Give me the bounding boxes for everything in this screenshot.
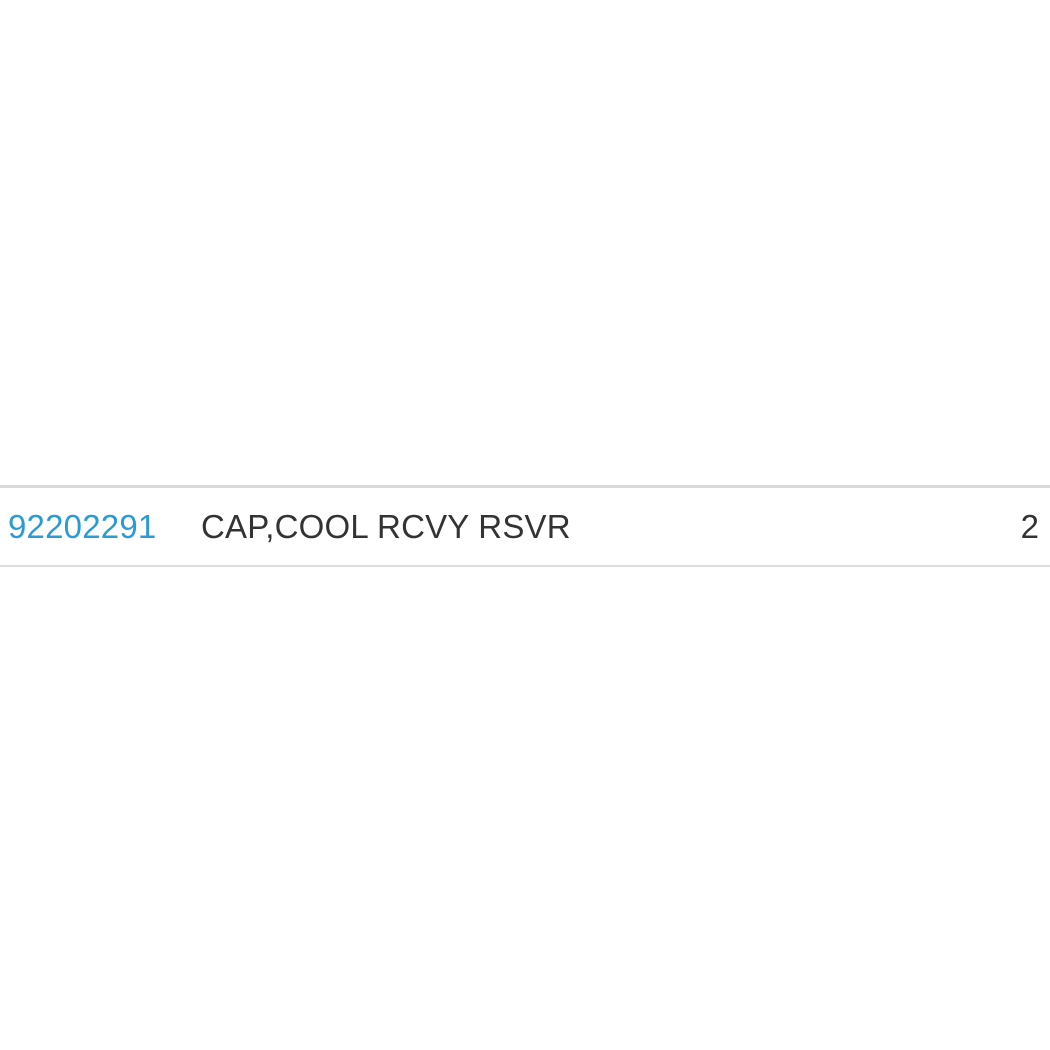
part-description: CAP,COOL RCVY RSVR <box>201 507 571 545</box>
part-quantity: 2 <box>1020 507 1039 545</box>
table-row: 92202291 CAP,COOL RCVY RSVR 2 <box>0 485 1050 567</box>
parts-table: 92202291 CAP,COOL RCVY RSVR 2 <box>0 485 1050 567</box>
part-number-link[interactable]: 92202291 <box>8 507 157 545</box>
